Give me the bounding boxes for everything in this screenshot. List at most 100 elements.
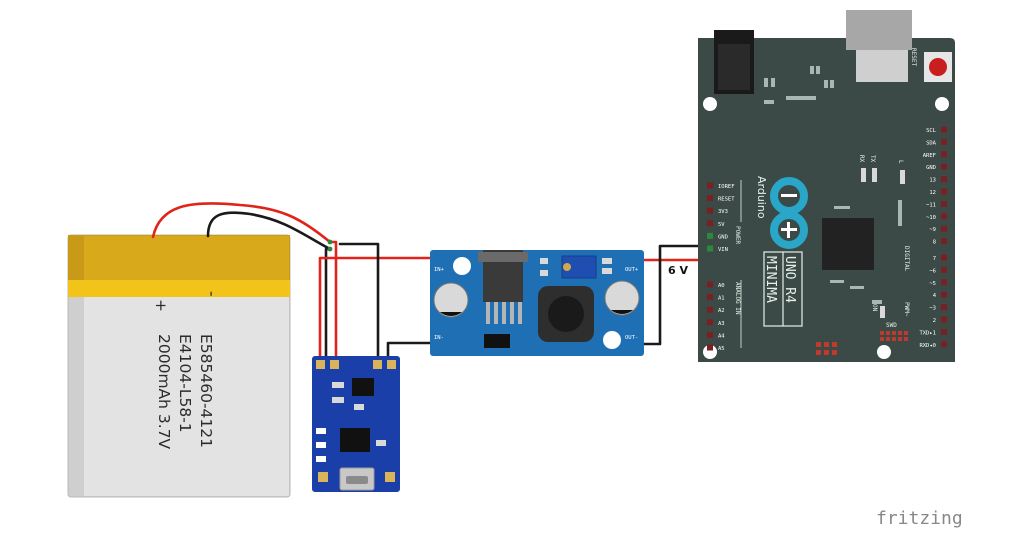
- header-pin-vin[interactable]: [707, 245, 713, 252]
- reset-label: RESET: [910, 48, 917, 66]
- l-led: [900, 170, 905, 184]
- arduino-hole-4: [877, 345, 891, 359]
- pin-label-right: ~9: [929, 227, 936, 233]
- arduino-brand-text: Arduino: [755, 176, 768, 219]
- reset-button-cap[interactable]: [929, 58, 947, 76]
- arduino-uno-r4-minima: RESET Arduino UNO R4 MINIMA: [698, 10, 955, 362]
- buck-mount-hole-1: [453, 257, 471, 275]
- battery-label-stripe: [68, 280, 290, 297]
- arduino-hole-2: [935, 97, 949, 111]
- model-text: UNO R4: [782, 256, 797, 303]
- pin-label-right: GND: [926, 165, 936, 171]
- header-pin-right[interactable]: [941, 328, 947, 335]
- charger-pads: [316, 360, 396, 369]
- rx-label: RX: [858, 155, 865, 163]
- pin-label-right: TXD▸1: [919, 330, 936, 336]
- header-pin-right[interactable]: [941, 341, 947, 348]
- charger-led-red: [316, 428, 326, 434]
- icsp-header: [816, 342, 837, 355]
- pin-label-5v: 5V: [718, 222, 725, 228]
- wire-charger-out-minus: [338, 242, 380, 368]
- pin-label-3v3: 3V3: [718, 209, 728, 215]
- battery-label-line-2: E4104-L58-1: [176, 334, 194, 433]
- header-pin-right[interactable]: [941, 188, 947, 195]
- header-pin-right[interactable]: [941, 304, 947, 311]
- header-pin-right[interactable]: [941, 126, 947, 133]
- pin-label-right: ~3: [929, 306, 936, 312]
- header-pin-right[interactable]: [941, 316, 947, 323]
- on-label: ON: [871, 304, 878, 312]
- header-pin-a4[interactable]: [707, 331, 713, 338]
- right-header-pins: [941, 126, 947, 348]
- buck-capacitor-out: [604, 280, 640, 316]
- pin-label-a3: A3: [718, 321, 725, 327]
- left-header-pins: [707, 182, 713, 351]
- header-pin-right[interactable]: [941, 238, 947, 245]
- pin-label-right: ~11: [926, 202, 936, 208]
- header-pin-right[interactable]: [941, 225, 947, 232]
- buck-out-plus-label: OUT+: [625, 267, 639, 273]
- header-pin-a0[interactable]: [707, 281, 713, 288]
- pin-label-gnd: GND: [718, 234, 728, 240]
- pin-label-a2: A2: [718, 308, 725, 314]
- pin-label-a4: A4: [718, 333, 725, 339]
- on-led: [880, 306, 885, 318]
- swd-label: SWD: [886, 322, 897, 329]
- buck-in-plus-label: IN+: [434, 267, 445, 273]
- usb-port: [846, 10, 912, 50]
- header-pin-3v3[interactable]: [707, 207, 713, 214]
- pin-label-right: 8: [933, 240, 936, 246]
- digital-group-label: DIGITAL: [903, 246, 910, 272]
- swd-header: [880, 331, 908, 341]
- header-pin-right[interactable]: [941, 213, 947, 220]
- pwm-group-label: PWM~: [903, 302, 910, 317]
- header-pin-a1[interactable]: [707, 294, 713, 301]
- wire-battery-plus-to-charger: [328, 240, 338, 368]
- pin-label-right: 2: [933, 318, 936, 324]
- header-pin-ioref[interactable]: [707, 182, 713, 189]
- mcu-chip: [822, 218, 874, 270]
- header-pin-a2[interactable]: [707, 306, 713, 313]
- buck-potentiometer: [561, 255, 597, 279]
- pin-label-right: ~10: [926, 215, 936, 221]
- variant-text: MINIMA: [763, 256, 778, 303]
- header-pin-right[interactable]: [941, 291, 947, 298]
- charger-ic-2: [340, 428, 370, 452]
- header-pin-right[interactable]: [941, 254, 947, 261]
- battery-label-line-3: 2000mAh 3.7V: [155, 334, 173, 450]
- micro-usb-opening: [346, 476, 368, 484]
- header-pin-right[interactable]: [941, 138, 947, 145]
- battery-red-lead: [151, 202, 332, 244]
- header-pin-a5[interactable]: [707, 344, 713, 351]
- arduino-hole-1: [703, 97, 717, 111]
- wire-battery-minus-to-charger: [324, 247, 332, 368]
- battery-label-band-light: [84, 236, 289, 280]
- buck-mount-hole-2: [603, 331, 621, 349]
- battery-plus-sign: +: [152, 299, 170, 312]
- buck-regulator-tab: [478, 252, 528, 262]
- header-pin-5v[interactable]: [707, 220, 713, 227]
- voltage-label: 6 V: [668, 264, 688, 277]
- usb-port-body: [856, 50, 908, 82]
- charger-smd: [316, 456, 326, 462]
- header-pin-a3[interactable]: [707, 319, 713, 326]
- header-pin-reset[interactable]: [707, 195, 713, 202]
- wire-charger-out-plus-to-buck: [318, 256, 442, 368]
- rx-led: [861, 168, 866, 182]
- small-components: [764, 66, 902, 304]
- header-pin-right[interactable]: [941, 163, 947, 170]
- header-pin-right[interactable]: [941, 279, 947, 286]
- arduino-board: [698, 38, 955, 362]
- power-group-label: POWER: [734, 226, 741, 244]
- header-pin-right[interactable]: [941, 151, 947, 158]
- pin-label-right: 13: [929, 178, 936, 184]
- header-pin-right[interactable]: [941, 176, 947, 183]
- header-pin-gnd[interactable]: [707, 232, 713, 239]
- header-pin-right[interactable]: [941, 200, 947, 207]
- header-pin-right[interactable]: [941, 266, 947, 273]
- wire-buck-out-minus-to-gnd: [634, 244, 714, 346]
- pin-label-right: ~6: [929, 268, 936, 274]
- pin-label-right: ~5: [929, 281, 936, 287]
